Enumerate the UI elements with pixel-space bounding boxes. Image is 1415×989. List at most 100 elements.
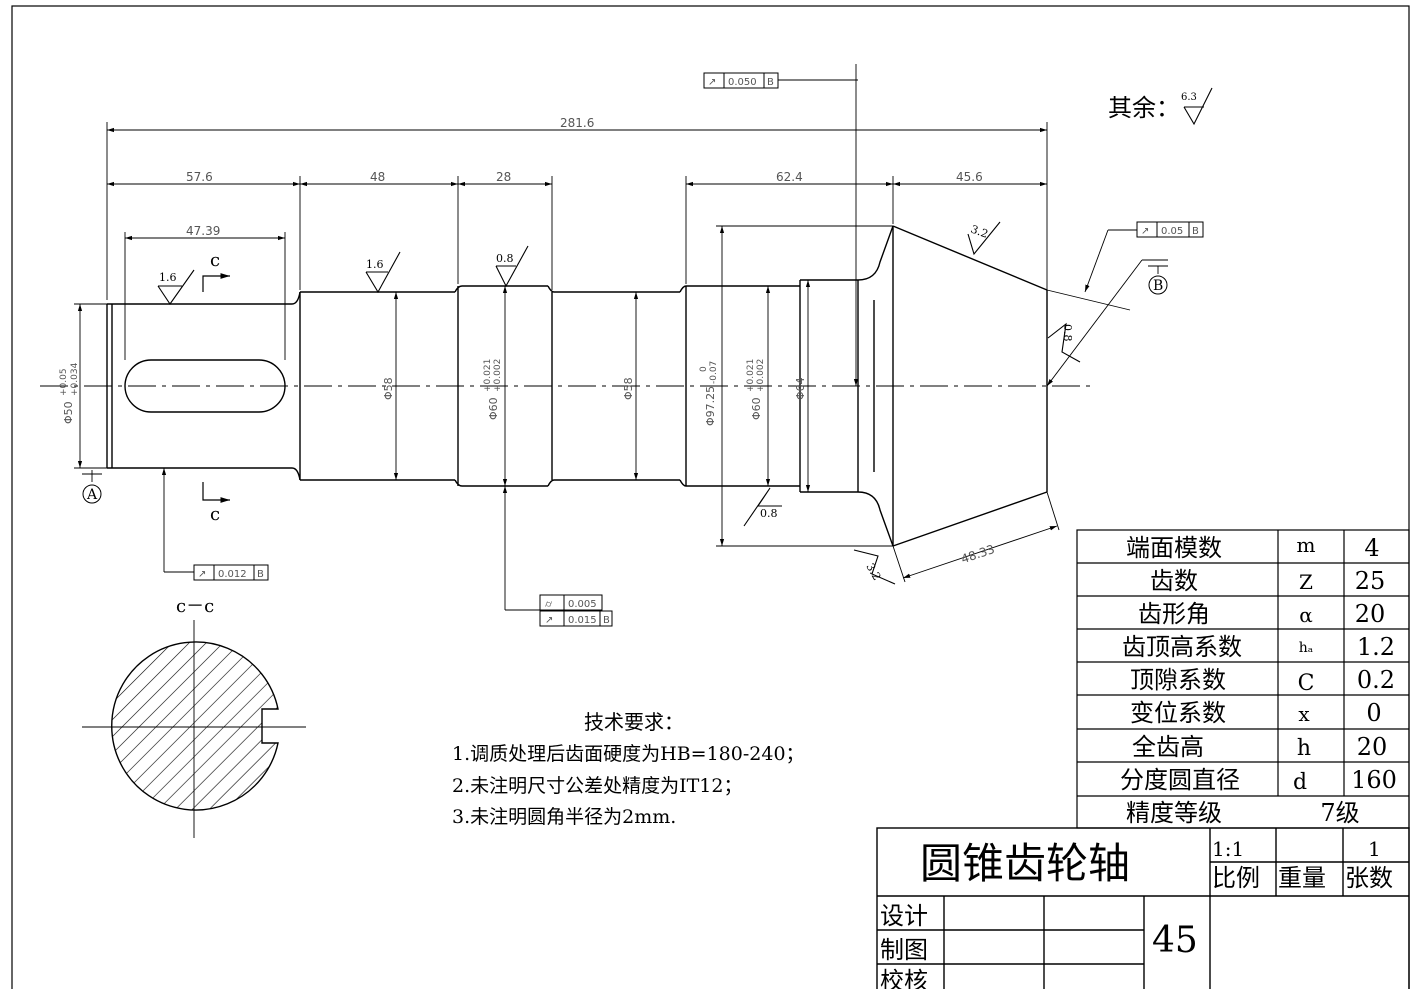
gdt-top-value: 0.050 xyxy=(728,77,757,88)
tech-item-1: 1.调质处理后齿面硬度为HB=180-240； xyxy=(452,743,805,765)
sheets-value: 1 xyxy=(1368,837,1381,861)
accuracy-value: 7级 xyxy=(1320,799,1359,827)
gdt-right-symbol: ↗ xyxy=(1141,226,1149,237)
gear-param-value: 4 xyxy=(1364,534,1379,562)
dim-d60b: Φ60 xyxy=(750,397,763,420)
dim-d60a-tol-u: +0.021 xyxy=(483,359,493,392)
gdt-left-value: 0.012 xyxy=(218,569,247,580)
dim-d60b-tol-l: +0.002 xyxy=(756,359,766,392)
dim-cone-face: 48.33 xyxy=(959,542,996,566)
gear-param-value: 0.2 xyxy=(1357,666,1395,694)
roughness-label-4: 0.8 xyxy=(760,507,778,520)
dim-d-left: Φ50 xyxy=(62,401,75,424)
datum-b-label: B xyxy=(1153,278,1163,294)
gear-param-name: 分度圆直径 xyxy=(1120,766,1240,794)
drawing-border xyxy=(11,5,1410,989)
gear-param-name: 齿顶高系数 xyxy=(1122,633,1242,661)
gdt-mid1-symbol: ⌭ xyxy=(545,599,553,610)
dim-seg2: 48 xyxy=(370,170,385,184)
datum-a-label: A xyxy=(86,487,98,503)
section-view xyxy=(82,620,306,838)
roughness-label-5: 3.2 xyxy=(969,223,990,241)
weight-label: 重量 xyxy=(1278,864,1326,892)
dim-d58a: Φ58 xyxy=(382,377,395,400)
title-row-checking: 校核 xyxy=(880,967,928,989)
roughness-label-1: 1.6 xyxy=(159,271,177,284)
gear-param-name: 全齿高 xyxy=(1132,733,1204,761)
gear-param-value: 160 xyxy=(1351,766,1397,794)
title-block xyxy=(876,827,1410,989)
gear-param-value: 0 xyxy=(1366,699,1381,727)
dim-d58b: Φ58 xyxy=(622,377,635,400)
datum-a-circle xyxy=(82,484,102,504)
dim-d97: Φ97.25 xyxy=(704,386,717,426)
scale-value: 1:1 xyxy=(1212,837,1244,861)
gear-param-name: 齿数 xyxy=(1150,567,1198,595)
gear-param-value: 1.2 xyxy=(1357,633,1395,661)
dim-overall: 281.6 xyxy=(560,116,594,130)
section-title: c－c xyxy=(176,596,214,617)
gear-param-value: 25 xyxy=(1355,567,1386,595)
roughness-label-7: 0.8 xyxy=(1061,324,1074,342)
scale-label: 比例 xyxy=(1212,864,1260,892)
roughness-label-6: 3.2 xyxy=(863,561,883,583)
dim-d97-tol-l: -0.07 xyxy=(709,361,719,384)
gdt-mid2-symbol: ↗ xyxy=(545,615,553,626)
tech-item-2: 2.未注明尺寸公差处精度为IT12； xyxy=(452,775,742,797)
sheets-label: 张数 xyxy=(1345,864,1393,892)
dim-seg4: 62.4 xyxy=(776,170,803,184)
tech-title: 技术要求： xyxy=(584,710,684,734)
gear-param-name: 顶隙系数 xyxy=(1130,666,1226,694)
material-value: 45 xyxy=(1152,920,1198,961)
gdt-mid2-datum: B xyxy=(603,615,610,626)
gdt-right-value: 0.05 xyxy=(1161,226,1183,237)
dim-d-left-tol-l: +0.034 xyxy=(70,362,80,396)
gear-param-name: 变位系数 xyxy=(1130,699,1226,727)
tolerance-frames xyxy=(193,72,1204,627)
dim-d97-tol-u: 0 xyxy=(699,366,709,372)
gear-param-symbol: x xyxy=(1298,702,1310,726)
dim-d60b-tol-u: +0.021 xyxy=(746,359,756,392)
gear-param-symbol: m xyxy=(1297,533,1316,557)
tech-item-3: 3.未注明圆角半径为2mm. xyxy=(452,806,676,828)
dim-d64: Φ64 xyxy=(794,377,807,400)
dim-d60a: Φ60 xyxy=(487,397,500,420)
roughness-label-2: 1.6 xyxy=(366,258,384,271)
gdt-left-symbol: ↗ xyxy=(198,569,206,580)
gdt-top-datum: B xyxy=(767,77,774,88)
gear-param-name: 端面模数 xyxy=(1126,534,1222,562)
part-name: 圆锥齿轮轴 xyxy=(920,839,1130,888)
gear-param-symbol: C xyxy=(1298,671,1315,696)
title-row-design: 设计 xyxy=(880,902,928,930)
dimension-lines xyxy=(74,64,1168,611)
section-marker-top: c xyxy=(210,250,220,271)
surface-note-label: 其余： xyxy=(1108,94,1180,122)
gear-param-symbol: Z xyxy=(1299,570,1313,594)
section-cut-markers xyxy=(202,273,230,503)
dim-seg3: 28 xyxy=(496,170,511,184)
gear-param-name: 齿形角 xyxy=(1138,600,1210,628)
datum-b-circle xyxy=(1148,275,1168,295)
dim-keyway: 47.39 xyxy=(186,224,220,238)
title-row-drafting: 制图 xyxy=(880,936,928,964)
gear-param-symbol: hₐ xyxy=(1299,640,1314,656)
gear-param-symbol: h xyxy=(1297,736,1311,761)
dim-d60a-tol-l: +0.002 xyxy=(493,359,503,392)
dim-seg1: 57.6 xyxy=(186,170,213,184)
section-marker-bottom: c xyxy=(210,504,220,525)
gear-param-rows: 端面模数 m 4 齿数 Z 25 齿形角 α 20 齿顶高系数 hₐ 1.2 顶… xyxy=(1120,533,1397,827)
keyway-slot xyxy=(124,359,286,413)
gdt-mid1-value: 0.005 xyxy=(568,599,597,610)
dim-seg5: 45.6 xyxy=(956,170,983,184)
gdt-mid2-value: 0.015 xyxy=(568,615,597,626)
surface-note-value: 6.3 xyxy=(1181,92,1197,103)
dim-d-left-tol-u: +0.05 xyxy=(59,368,69,396)
gear-param-value: 20 xyxy=(1357,733,1388,761)
gdt-left-datum: B xyxy=(257,569,264,580)
roughness-symbols xyxy=(157,87,1213,585)
gdt-right-datum: B xyxy=(1192,226,1199,237)
roughness-label-3: 0.8 xyxy=(496,252,514,265)
gdt-top-symbol: ↗ xyxy=(708,77,716,88)
gear-param-symbol: d xyxy=(1293,770,1307,795)
